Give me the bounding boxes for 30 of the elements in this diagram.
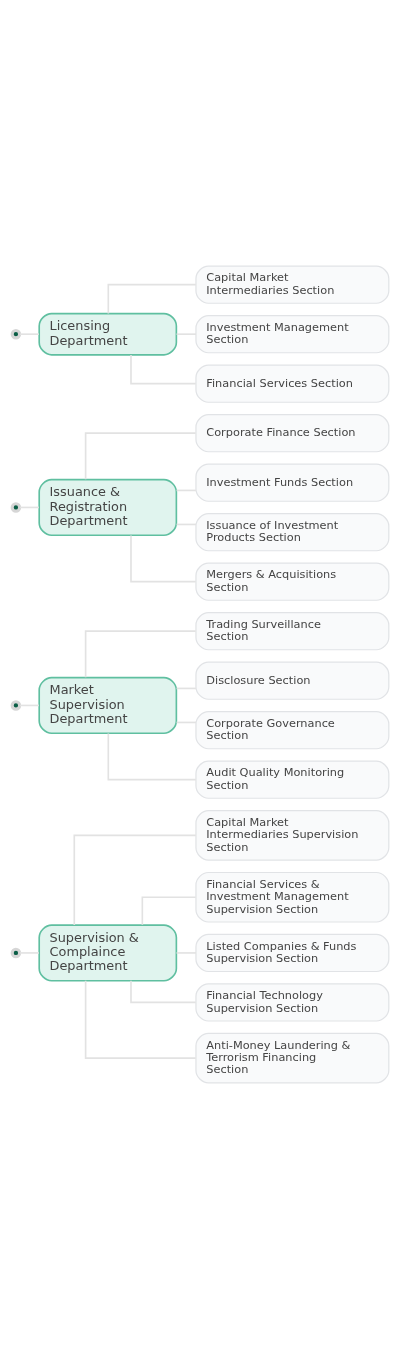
connector <box>130 534 197 582</box>
node-box: Audit Quality Monitoring Section <box>195 760 390 799</box>
connector <box>130 353 197 384</box>
node-box: Investment Funds Section <box>195 463 390 502</box>
node-box: Corporate Finance Section <box>195 413 390 452</box>
node-box: Disclosure Section <box>195 661 390 700</box>
node-box: Capital Market Intermediaries Supervision Section <box>195 809 390 861</box>
connector <box>84 979 197 1059</box>
node-box: Investment Management Section <box>195 314 390 353</box>
node-box: Financial Technology Supervision Section <box>195 982 390 1022</box>
node-box: Supervision & Complaince Department <box>38 923 178 982</box>
connector <box>84 431 197 480</box>
node-box: Listed Companies & Funds Supervision Section <box>195 933 390 972</box>
connector <box>107 283 197 314</box>
connector <box>130 979 197 1003</box>
node-box: Mergers & Acquisitions Section <box>195 562 390 601</box>
node-box: Capital Market Intermediaries Section <box>195 265 390 304</box>
node-box: Licensing Department <box>38 312 178 356</box>
node-box: Trading Surveillance Section <box>195 611 390 650</box>
connector <box>107 732 197 780</box>
node-box: Anti-Money Laundering & Terrorism Financing Section <box>195 1032 390 1083</box>
connector <box>141 895 197 926</box>
node-box: Issuance of Investment Products Section <box>195 512 390 551</box>
connector <box>73 834 197 926</box>
connector <box>84 629 197 678</box>
node-box: Financial Services & Investment Management Supervision Section <box>195 871 390 923</box>
node-box: Issuance & Registration Department <box>38 478 178 536</box>
node-box: Corporate Governance Section <box>195 710 390 749</box>
node-box: Financial Services Section <box>195 364 390 403</box>
node-box: Market Supervision Department <box>38 676 178 734</box>
